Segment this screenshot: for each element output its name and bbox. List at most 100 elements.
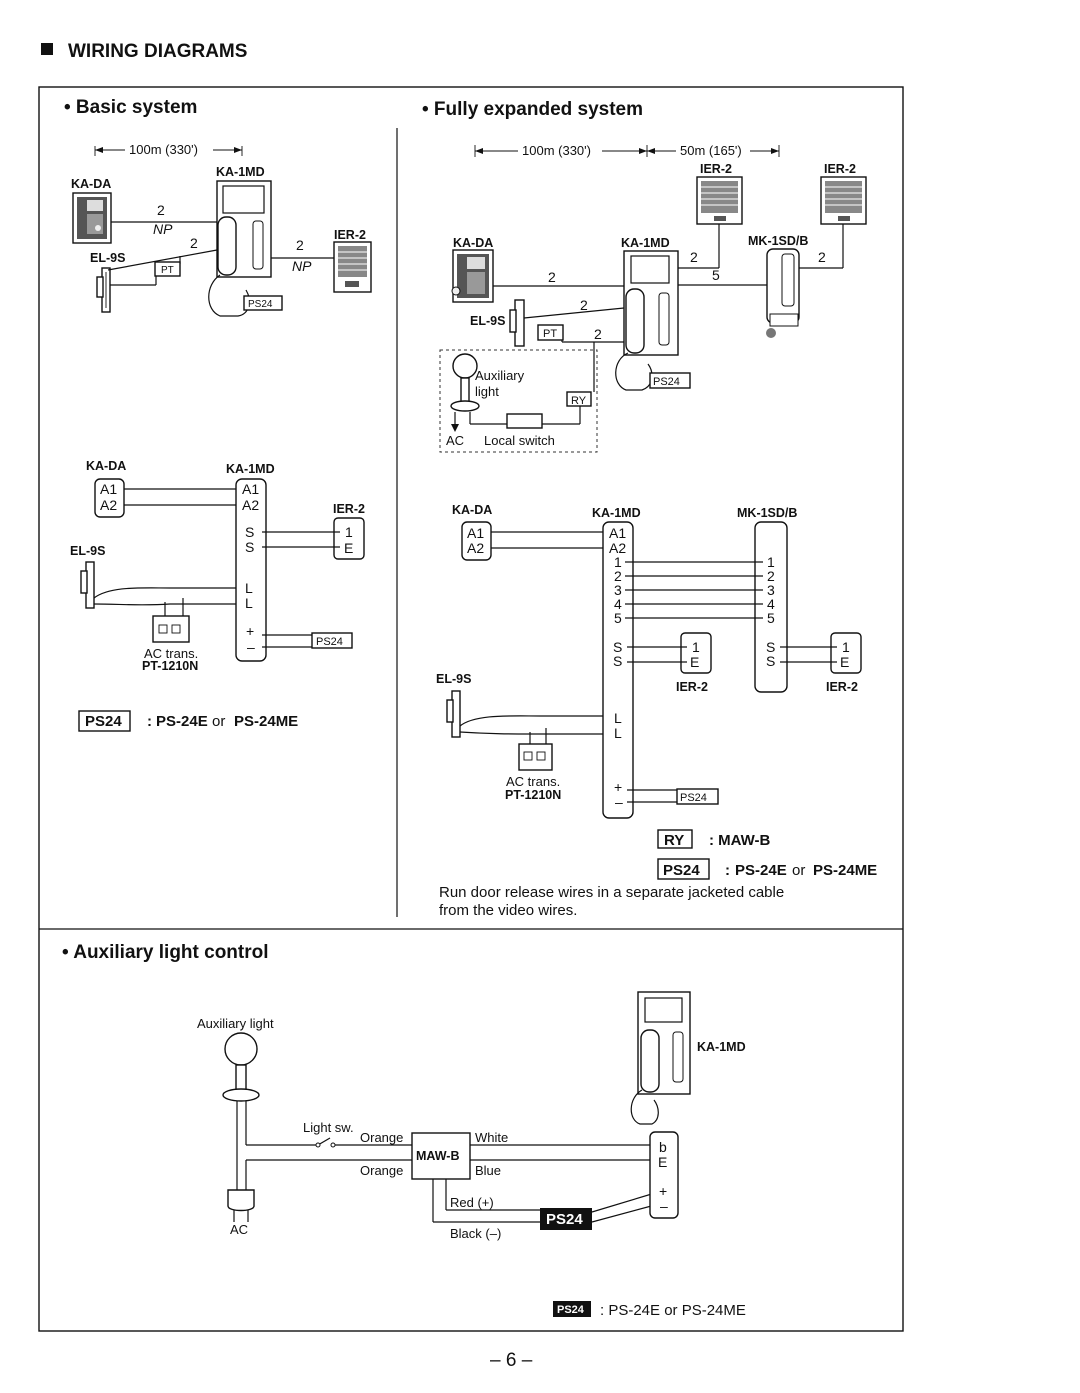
- expanded-legend-ry: : MAW-B: [709, 832, 771, 849]
- expanded-wire-pt: 2: [594, 326, 602, 342]
- basic-legend-sep: :: [147, 713, 152, 730]
- expanded-mk-4: 4: [767, 596, 775, 612]
- expanded-ka-da-label: KA-DA: [453, 236, 493, 250]
- aux-control-title: • Auxiliary light control: [62, 942, 269, 963]
- basic-ka-1md-l1: L: [245, 580, 253, 596]
- expanded-ry-label: RY: [571, 395, 587, 407]
- expanded-legend-ps-sep: :: [725, 862, 730, 879]
- aux-maw-b-label: MAW-B: [416, 1149, 460, 1163]
- expanded-mk-3: 3: [767, 582, 775, 598]
- expanded-aux-area: [439, 349, 598, 453]
- basic-ka-1md-s2: S: [245, 539, 254, 555]
- aux-terminal-e: E: [658, 1154, 667, 1170]
- expanded-terminal-strike-icon: [446, 690, 461, 738]
- basic-ka-1md-s1: S: [245, 524, 254, 540]
- aux-plug-icon: [227, 1189, 255, 1222]
- basic-legend-key: PS24: [85, 713, 122, 730]
- expanded-el-9s-label: EL-9S: [470, 314, 505, 328]
- basic-legend-model-b: PS-24ME: [234, 713, 298, 730]
- basic-pt-label: PT: [161, 265, 174, 276]
- basic-np-ka-da: NP: [153, 221, 173, 237]
- expanded-legend-ps-key: PS24: [663, 862, 700, 879]
- basic-ier-2-e: E: [344, 540, 353, 556]
- expanded-ier-2-a-icon: [696, 176, 743, 225]
- expanded-ps24-box: [649, 372, 691, 389]
- expanded-distance-marker: 100m (330') 50m (165'): [474, 143, 780, 158]
- page-number: – 6 –: [490, 1350, 533, 1371]
- expanded-mk-1: 1: [767, 554, 775, 570]
- basic-legend-or: or: [212, 713, 225, 730]
- expanded-local-switch-label: Local switch: [484, 433, 555, 448]
- expanded-ier-2-a-label: IER-2: [700, 162, 732, 176]
- expanded-pt-1210n-label: PT-1210N: [505, 788, 561, 802]
- basic-wire-count-strike: 2: [190, 235, 198, 251]
- basic-pt-1210n-label: PT-1210N: [142, 659, 198, 673]
- aux-light-label: Auxiliary light: [197, 1016, 274, 1031]
- basic-system-title: • Basic system: [64, 97, 197, 118]
- aux-ka-1md-terminal-block: [649, 1131, 679, 1219]
- expanded-terminal-mk-block: [754, 521, 788, 693]
- basic-ka-1md-a2: A2: [242, 497, 259, 513]
- expanded-ier-a-e: E: [690, 654, 699, 670]
- expanded-note-line-2: from the video wires.: [439, 902, 577, 919]
- expanded-terminal-ka-da-block: [461, 521, 492, 561]
- expanded-terminal-ps24-label: PS24: [680, 792, 707, 804]
- basic-terminal-ps24-label: PS24: [316, 636, 343, 648]
- expanded-mk-2: 2: [767, 568, 775, 584]
- aux-control-section: • Auxiliary light control Auxiliary ligh…: [62, 942, 746, 1319]
- basic-ier-2-speaker-icon: [333, 241, 372, 293]
- expanded-system-title: • Fully expanded system: [422, 99, 643, 120]
- basic-distance-label: 100m (330'): [129, 142, 198, 157]
- expanded-mk-1sd-label: MK-1SD/B: [748, 234, 808, 248]
- expanded-ka-1md-l1: L: [614, 710, 622, 726]
- expanded-ry-box: [566, 391, 592, 407]
- aux-legend-key: PS24: [557, 1304, 585, 1316]
- outer-frame: [38, 86, 904, 1332]
- expanded-ka-1md-s1: S: [613, 639, 622, 655]
- expanded-legend-ps-b: PS-24ME: [813, 862, 877, 879]
- aux-black-label: Black (–): [450, 1226, 501, 1241]
- expanded-legend-ry-box: [657, 829, 693, 849]
- expanded-ka-1md-plus: +: [614, 779, 622, 795]
- basic-distance-marker: 100m (330'): [94, 142, 243, 157]
- expanded-ka-da-a2: A2: [467, 540, 484, 556]
- expanded-ka-1md-label: KA-1MD: [621, 236, 670, 250]
- expanded-ka-1md-a1: A1: [609, 525, 626, 541]
- aux-monitor-ka-1md-icon: [630, 991, 691, 1125]
- expanded-door-strike-icon: [509, 299, 525, 347]
- aux-orange-1: Orange: [360, 1130, 403, 1145]
- expanded-wire-mk: 5: [712, 267, 720, 283]
- basic-terminal-strike-icon: [80, 561, 95, 609]
- expanded-door-station-icon: [451, 249, 494, 303]
- expanded-ier-b-e: E: [840, 654, 849, 670]
- expanded-terminal-ps24-box: [676, 788, 719, 805]
- expanded-ka-1md-minus: –: [615, 794, 623, 810]
- expanded-ps24-label: PS24: [653, 376, 680, 388]
- expanded-local-switch-icon: [506, 413, 543, 429]
- aux-white-label: White: [475, 1130, 508, 1145]
- expanded-terminal-ier-b-block: [830, 632, 862, 674]
- aux-maw-b-box: [411, 1132, 471, 1180]
- door-station-icon: [72, 192, 112, 244]
- aux-ps24-label: PS24: [546, 1211, 583, 1228]
- expanded-wire-strike: 2: [580, 297, 588, 313]
- basic-system-section: • Basic system 100m (330') KA-DA KA-1MD …: [64, 97, 372, 732]
- expanded-ac-transformer-icon: [518, 743, 553, 771]
- basic-terminal-el-9s-label: EL-9S: [70, 544, 105, 558]
- aux-light-bulb-icon: [222, 1032, 260, 1102]
- expanded-legend-ps-or: or: [792, 862, 805, 879]
- basic-wire-count-ka-da: 2: [157, 202, 165, 218]
- expanded-terminal-el-9s-label: EL-9S: [436, 672, 471, 686]
- expanded-legend-ry-key: RY: [664, 832, 684, 849]
- expanded-note-line-1: Run door release wires in a separate jac…: [439, 884, 784, 901]
- basic-door-strike-icon: [96, 267, 111, 313]
- expanded-mk-1sd-icon: [766, 248, 800, 338]
- basic-ps24-box: [243, 295, 283, 311]
- expanded-ka-1md-5: 5: [614, 610, 622, 626]
- expanded-distance-2: 50m (165'): [680, 143, 742, 158]
- basic-ier-2-1: 1: [345, 524, 353, 540]
- expanded-wire-ier-b: 2: [818, 249, 826, 265]
- expanded-aux-light-icon: [450, 353, 480, 412]
- aux-legend-ps24-box: [553, 1301, 591, 1317]
